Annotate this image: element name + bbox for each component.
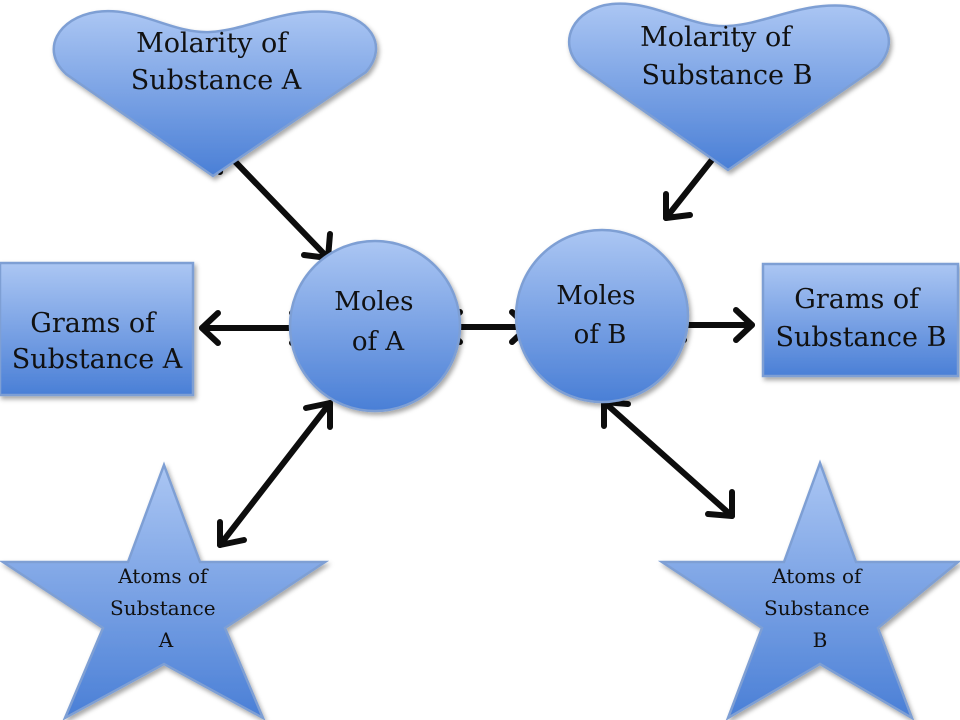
node-atoms-a: Atoms of Substance A <box>0 461 330 720</box>
atoms-b-label-line-2: Substance <box>764 596 870 620</box>
arrow-molarity-a-moles-a <box>217 145 333 261</box>
molarity-b-label-line-2: Substance B <box>642 60 813 91</box>
atoms-a-label-line-2: Substance <box>110 596 216 620</box>
atoms-b-label: Atoms of Substance B <box>764 564 876 652</box>
molarity-a-label-line-2: Substance A <box>131 65 302 96</box>
grams-b-label-line-1: Grams of <box>794 284 921 315</box>
moles-a-label: Moles of A <box>334 287 422 357</box>
atoms-b-label-line-1: Atoms of <box>771 564 863 588</box>
grams-a-label-line-2: Substance A <box>12 344 183 375</box>
moles-b-label-line-1: Moles <box>556 281 635 311</box>
moles-a-shape <box>288 239 462 413</box>
arrow-moles-b-atoms-b <box>601 399 735 519</box>
moles-a-label-line-2: of A <box>352 327 406 357</box>
node-molarity-a: Molarity of Substance A <box>52 9 378 178</box>
molarity-b-label-line-1: Molarity of <box>640 22 793 53</box>
arrow-atoms-a-moles-a <box>217 400 333 548</box>
atoms-a-shape <box>0 461 330 720</box>
molarity-a-shape <box>52 9 378 178</box>
node-molarity-b: Molarity of Substance B <box>568 2 890 172</box>
atoms-b-shape <box>657 459 960 720</box>
grams-a-label: Grams of Substance A <box>12 308 183 375</box>
moles-a-label-line-1: Moles <box>334 287 413 317</box>
grams-a-shape <box>0 261 195 397</box>
moles-b-label-line-2: of B <box>574 320 627 350</box>
atoms-b-label-line-3: B <box>813 628 828 652</box>
node-grams-a: Grams of Substance A <box>0 261 195 397</box>
molarity-b-shape <box>568 2 890 172</box>
grams-a-label-line-1: Grams of <box>30 308 157 339</box>
node-moles-a: Moles of A <box>288 239 462 413</box>
node-grams-b: Grams of Substance B <box>761 262 960 378</box>
atoms-a-label-line-1: Atoms of <box>117 564 209 588</box>
node-moles-b: Moles of B <box>514 228 690 404</box>
atoms-a-label-line-3: A <box>158 628 174 652</box>
grams-b-label-line-2: Substance B <box>776 322 947 353</box>
molarity-b-label: Molarity of Substance B <box>640 22 812 91</box>
moles-b-label: Moles of B <box>556 281 644 350</box>
grams-b-label: Grams of Substance B <box>776 284 947 353</box>
node-atoms-b: Atoms of Substance B <box>657 459 960 720</box>
moles-b-shape <box>514 228 690 404</box>
grams-b-shape <box>761 262 960 378</box>
atoms-a-label: Atoms of Substance A <box>110 564 222 652</box>
molarity-a-label: Molarity of Substance A <box>131 28 302 96</box>
molarity-a-label-line-1: Molarity of <box>136 28 289 59</box>
